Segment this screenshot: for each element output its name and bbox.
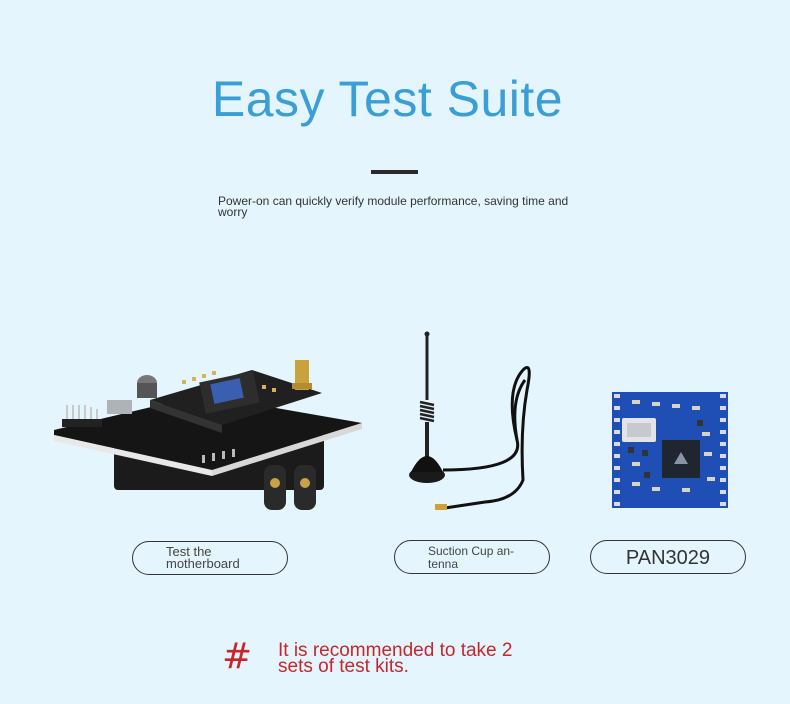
page-subtitle: Power-on can quickly verify module perfo… [218,194,569,219]
product-label-text: Test the motherboard [166,544,240,571]
product-label-antenna: Suction Cup an-tenna [394,540,550,574]
product-label-text: Suction Cup an-tenna [428,544,515,571]
pan3029-module-image [612,392,728,508]
title-divider [371,170,418,174]
product-label-pan3029: PAN3029 [590,540,746,574]
recommendation-note: It is recommended to take 2 sets of test… [278,640,513,677]
product-label-motherboard: Test the motherboard [132,541,288,575]
page-title: Easy Test Suite [211,71,564,127]
note-hash-icon: # [222,636,253,677]
product-label-text: PAN3029 [625,547,711,569]
suction-cup-antenna-image [409,331,531,510]
test-motherboard-image [54,360,362,510]
